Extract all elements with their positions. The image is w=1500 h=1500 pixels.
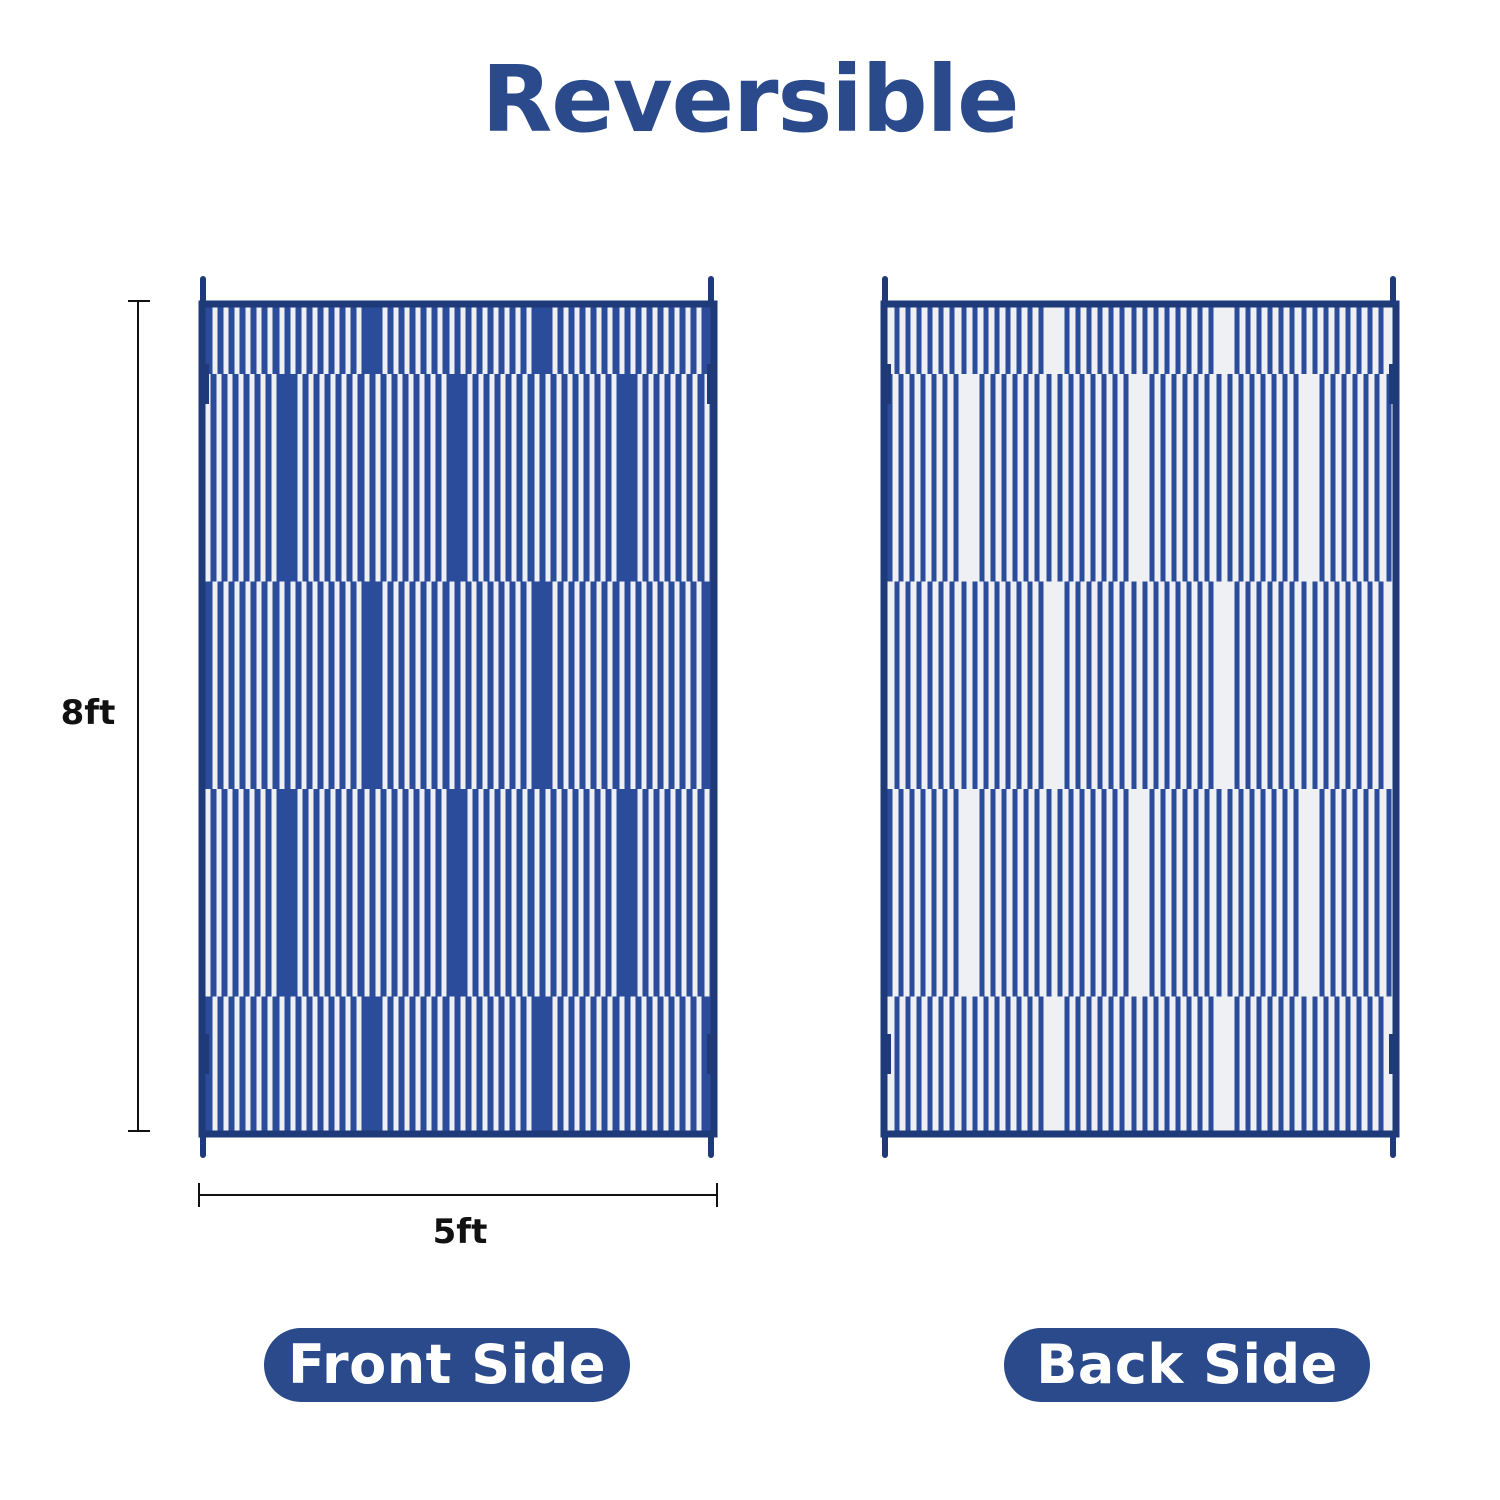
width-dimension-marker (198, 1183, 718, 1207)
height-label: 8ft (60, 693, 116, 733)
back-side-label: Back Side (1004, 1328, 1370, 1402)
front-side-label: Front Side (264, 1328, 630, 1402)
front-rug-image (198, 270, 718, 1170)
height-dimension-marker (128, 300, 150, 1132)
back-rug-image (880, 270, 1400, 1170)
width-label: 5ft (432, 1212, 488, 1252)
page-title: Reversible (481, 46, 1019, 153)
